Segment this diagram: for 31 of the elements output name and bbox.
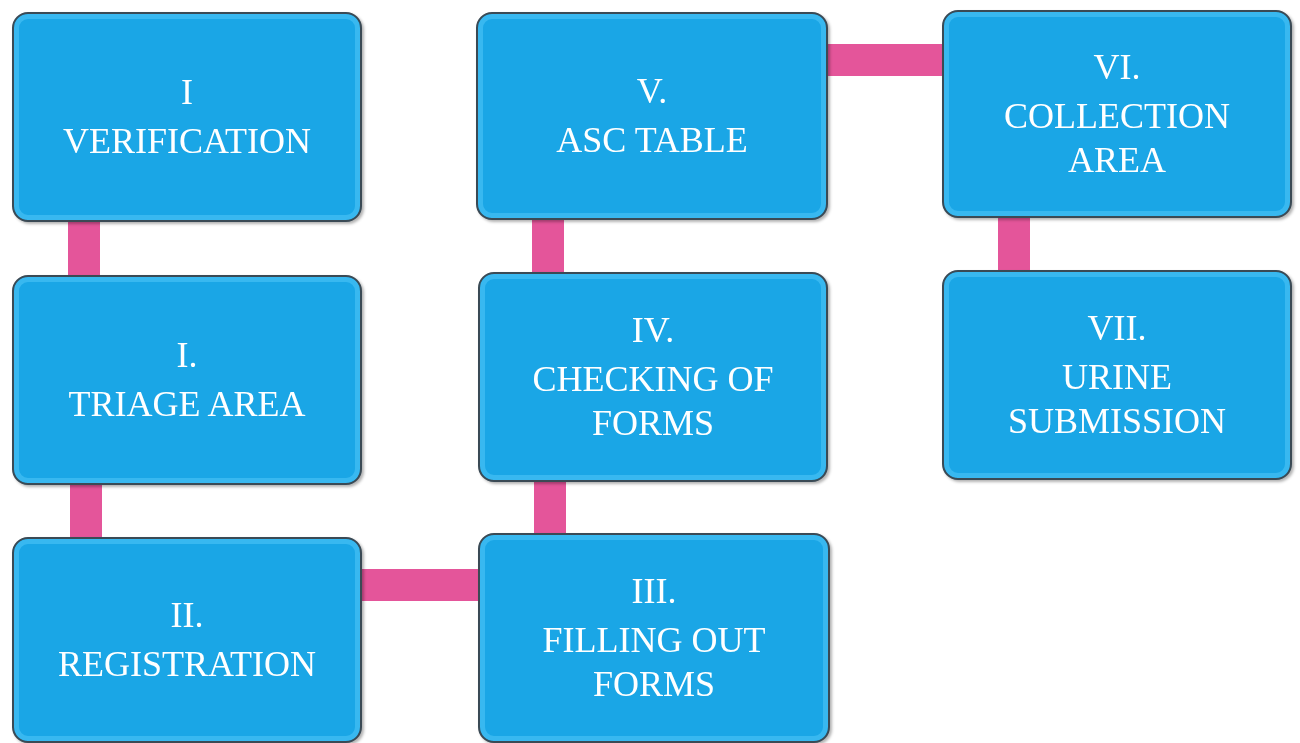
step-number: II. [170,593,204,637]
process-box [12,537,362,743]
process-box [478,272,828,482]
step-label: COLLECTION AREA [1003,95,1231,182]
process-box [942,10,1292,218]
step-number: I. [176,333,198,377]
process-box [476,12,828,220]
connector-bar [70,485,102,537]
step-label: REGISTRATION [58,643,316,686]
step-label: URINE SUBMISSION [1006,356,1228,443]
step-label: CHECKING OF FORMS [531,358,775,445]
connector-bar [532,220,564,272]
connector-bar [362,569,478,601]
process-box [12,12,362,222]
step-number: VI. [1093,46,1141,90]
connector-bar [534,482,566,533]
step-number: III. [631,570,677,614]
step-number: I [181,70,193,114]
process-box [942,270,1292,480]
process-box [478,533,830,743]
step-label: ASC TABLE [556,119,748,162]
step-label: FILLING OUT FORMS [541,619,767,706]
step-number: IV. [631,309,675,353]
connector-bar [68,222,100,275]
connector-bar [998,218,1030,270]
step-label: VERIFICATION [63,120,311,163]
step-label: TRIAGE AREA [68,383,306,426]
step-number: V. [636,69,668,113]
process-box [12,275,362,485]
step-number: VII. [1087,307,1147,351]
connector-bar [828,44,942,76]
